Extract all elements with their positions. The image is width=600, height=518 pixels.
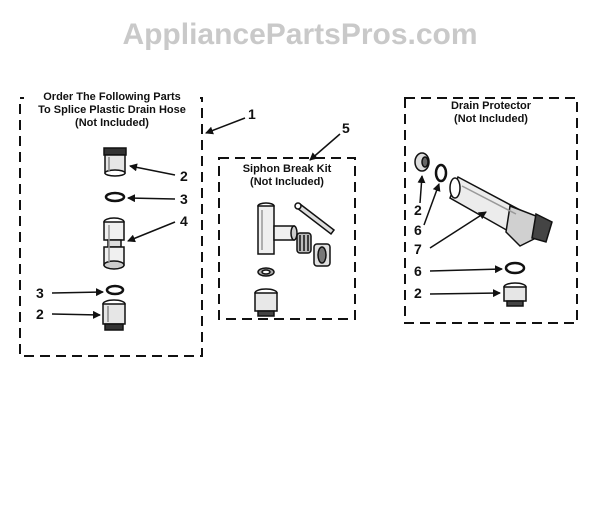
callout-drain-6-top: 6 bbox=[414, 222, 422, 238]
splice-title-line3: (Not Included) bbox=[75, 117, 149, 129]
drain-group-box bbox=[404, 97, 578, 324]
siphon-tee-part bbox=[257, 202, 298, 255]
siphon-nut-part bbox=[296, 232, 312, 254]
splice-clamp-top-part bbox=[104, 191, 126, 203]
callout-splice-3-bottom: 3 bbox=[36, 285, 44, 301]
splice-tube-part bbox=[103, 217, 125, 270]
siphon-tube-part bbox=[294, 202, 336, 236]
callout-drain-6-bottom: 6 bbox=[414, 263, 422, 279]
siphon-group-box bbox=[218, 157, 356, 320]
ref-number-splice: 1 bbox=[248, 106, 256, 122]
splice-title-line1: Order The Following Parts bbox=[43, 91, 181, 103]
siphon-group-title: Siphon Break Kit (Not Included) bbox=[226, 163, 348, 189]
siphon-title-line1: Siphon Break Kit bbox=[242, 163, 332, 175]
siphon-adapter-part bbox=[254, 288, 278, 317]
splice-connector-top-part bbox=[103, 147, 127, 177]
splice-connector-bottom-part bbox=[102, 299, 126, 331]
leader-arrows bbox=[51, 117, 503, 319]
drain-cap-part bbox=[414, 152, 430, 172]
callout-splice-4: 4 bbox=[180, 213, 188, 229]
ref-number-siphon: 5 bbox=[342, 120, 350, 136]
watermark: AppliancePartsPros.com bbox=[122, 18, 478, 51]
drain-clamp-part bbox=[434, 163, 448, 183]
splice-title-line2: To Splice Plastic Drain Hose bbox=[38, 104, 186, 116]
drain-title-line1: Drain Protector bbox=[450, 100, 532, 112]
drain-clamp-lower-part bbox=[504, 261, 526, 275]
siphon-valve-part bbox=[313, 243, 331, 267]
siphon-title-line2: (Not Included) bbox=[250, 176, 324, 188]
drain-body-part bbox=[449, 175, 553, 247]
drain-connector-part bbox=[503, 282, 527, 307]
splice-group-box bbox=[19, 97, 203, 357]
callout-drain-7: 7 bbox=[414, 241, 422, 257]
callout-splice-2-bottom: 2 bbox=[36, 306, 44, 322]
drain-title-line2: (Not Included) bbox=[454, 113, 528, 125]
callout-drain-2-bottom: 2 bbox=[414, 285, 422, 301]
callout-splice-3-top: 3 bbox=[180, 191, 188, 207]
callout-splice-2-top: 2 bbox=[180, 168, 188, 184]
callout-drain-2-top: 2 bbox=[414, 202, 422, 218]
drain-group-title: Drain Protector (Not Included) bbox=[420, 100, 562, 126]
splice-group-title: Order The Following Parts To Splice Plas… bbox=[24, 91, 200, 130]
splice-clamp-bottom-part bbox=[105, 284, 125, 296]
siphon-washer-part bbox=[257, 267, 275, 277]
